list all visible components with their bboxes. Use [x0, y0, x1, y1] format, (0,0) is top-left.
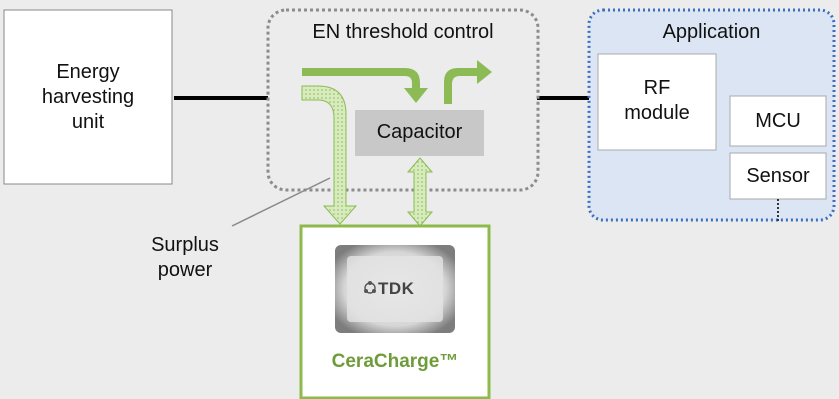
application-label: Application: [662, 21, 761, 43]
surplus-line2: power: [157, 259, 213, 281]
energy-harvesting-line3: unit: [71, 111, 105, 133]
en-threshold-label: EN threshold control: [312, 21, 494, 43]
surplus-power-arrow: [301, 85, 358, 225]
mcu-label: MCU: [755, 110, 801, 132]
energy-harvesting-box: [3, 9, 173, 185]
surplus-line1: Surplus: [151, 234, 219, 256]
en-threshold-box: [266, 8, 540, 192]
threshold-flow-arrow: [302, 68, 428, 103]
chip-face: [347, 256, 443, 322]
capacitor-box: [355, 110, 484, 156]
surplus-power-label: Surplus power: [130, 233, 240, 283]
tdk-logo-icon: [364, 281, 376, 294]
rf-module-line2: module: [624, 102, 690, 124]
ceracharge-label: CeraCharge™: [331, 351, 459, 372]
mcu-box: [729, 95, 827, 147]
energy-harvesting-line1: Energy: [56, 61, 120, 83]
rf-module-label: RF module: [598, 76, 716, 126]
output-flow-arrow: [444, 60, 492, 104]
rf-module-box: [597, 53, 717, 151]
energy-harvesting-line2: harvesting: [41, 86, 135, 108]
capacitor-label: Capacitor: [376, 121, 463, 143]
tdk-logo-text: TDK: [378, 279, 415, 298]
surplus-leader-line: [231, 177, 331, 227]
sensor-label: Sensor: [746, 165, 810, 187]
energy-harvesting-label: Energy harvesting unit: [4, 60, 172, 135]
bidirectional-storage-arrow: [406, 157, 434, 227]
rf-module-line1: RF: [643, 77, 671, 99]
